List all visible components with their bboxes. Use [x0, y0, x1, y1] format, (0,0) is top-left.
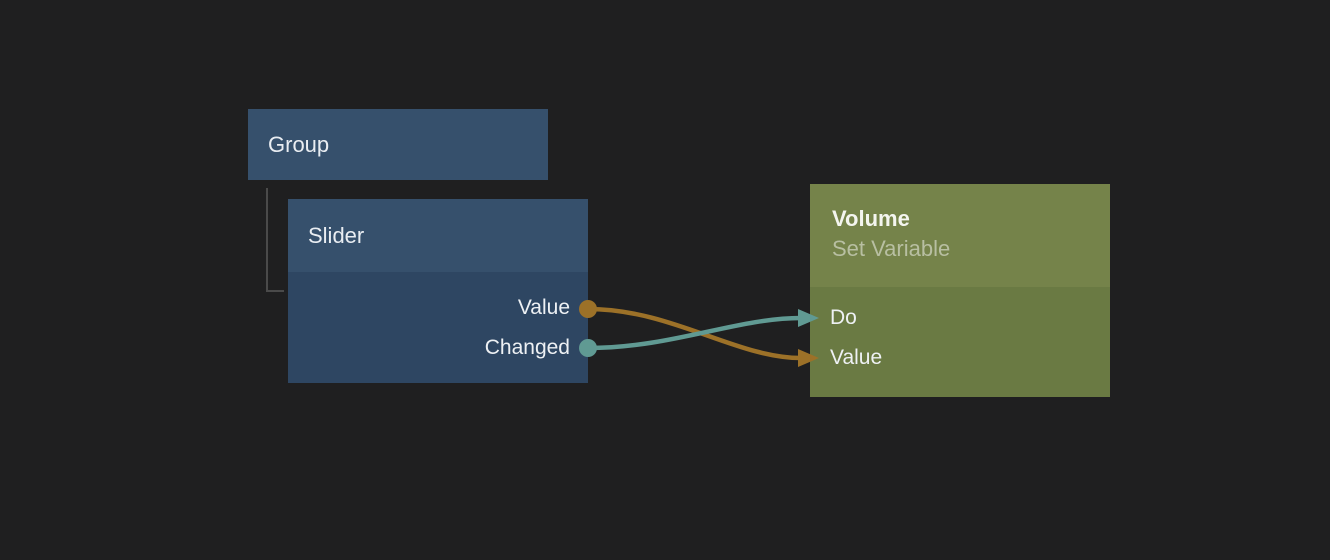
output-label-changed: Changed: [484, 336, 570, 359]
input-row-value: Value: [810, 338, 1110, 378]
input-label-do: Do: [830, 306, 857, 329]
output-row-value: Value: [288, 288, 588, 328]
node-group-title: Group: [268, 131, 330, 157]
node-group[interactable]: Group: [248, 109, 548, 180]
input-row-do: Do: [810, 298, 1110, 338]
node-slider-header[interactable]: Slider: [288, 199, 588, 272]
node-volume[interactable]: Volume Set Variable Do Value: [810, 184, 1110, 397]
node-volume-subtitle: Set Variable: [832, 236, 951, 261]
node-slider[interactable]: Slider Value Changed: [288, 199, 588, 383]
node-volume-title: Volume: [832, 206, 910, 231]
wire-slider-changed-to-volume-do[interactable]: [585, 315, 804, 351]
wire-slider-value-to-volume-value[interactable]: [585, 306, 804, 361]
output-row-changed: Changed: [288, 328, 588, 368]
node-volume-body: Do Value: [810, 287, 1110, 397]
output-label-value: Value: [517, 296, 570, 319]
node-slider-body: Value Changed: [288, 272, 588, 383]
group-child-connector-line: [266, 188, 284, 292]
node-volume-header[interactable]: Volume Set Variable: [810, 184, 1110, 287]
node-slider-title: Slider: [308, 222, 365, 248]
input-label-value: Value: [830, 346, 883, 369]
